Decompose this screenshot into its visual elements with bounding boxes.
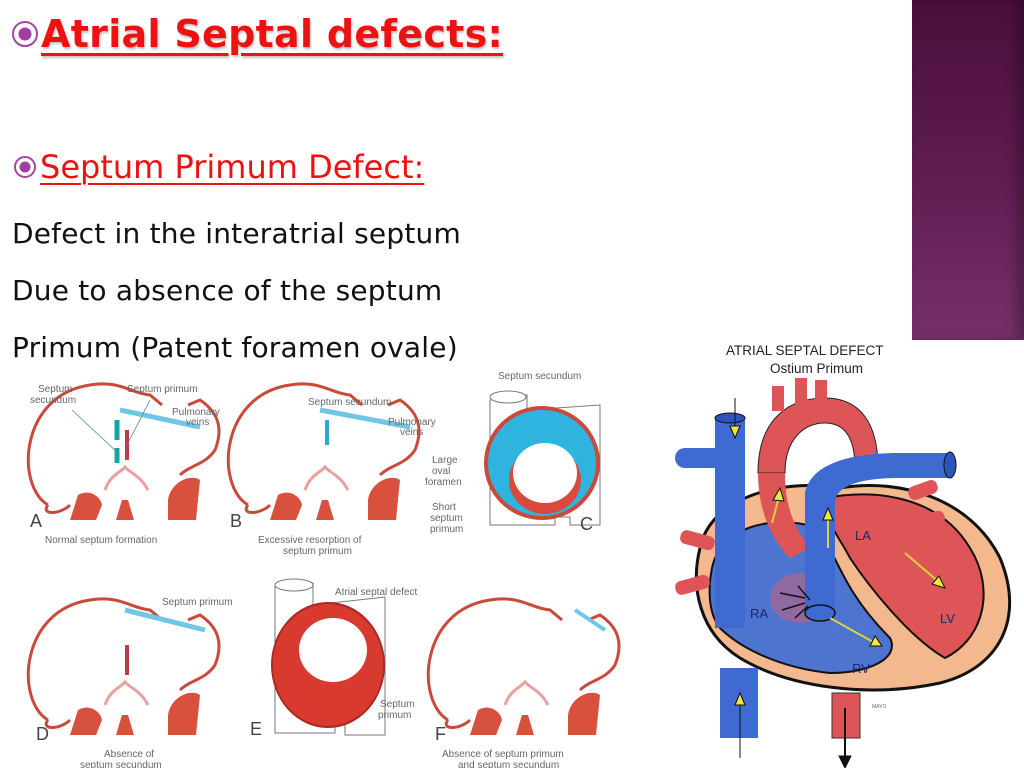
label-atrial-septal-defect: Atrial septal defect [335, 587, 417, 598]
panel-caption: Normal septum formation [45, 535, 157, 546]
label: secundum [30, 395, 76, 406]
heart-diagram-title: ATRIAL SEPTAL DEFECT [726, 343, 884, 358]
panel-letter: B [230, 511, 242, 531]
label-pulmonary: Pulmonary [388, 417, 436, 428]
label-short: Short [432, 502, 456, 513]
label-foramen: foramen [425, 477, 462, 488]
label-rv: RV [852, 661, 870, 676]
panel-caption: Excessive resorption of [258, 535, 362, 546]
label-septum: septum [430, 513, 463, 524]
panel-e: Atrial septal defect Septum primum E [250, 578, 417, 739]
label-large: Large [432, 455, 458, 466]
heart-diagram-subtitle: Ostium Primum [770, 361, 863, 376]
label-septum: Septum [380, 699, 414, 710]
body-line: Primum (Patent foramen ovale) [12, 331, 458, 364]
slide-title: Atrial Septal defects: [12, 12, 503, 56]
body-line: Defect in the interatrial septum [12, 217, 461, 250]
panel-a: Septum secundum Septum primum Pulmonary … [26, 382, 221, 546]
panel-c: Septum secundum Large oval foramen Short… [425, 371, 601, 535]
panel-f: F Absence of septum primum and septum se… [426, 597, 621, 768]
septum-development-diagram: Septum secundum Septum primum Pulmonary … [26, 371, 621, 768]
label-septum-primum: Septum primum [127, 384, 198, 395]
panel-caption: septum primum [283, 546, 352, 557]
subtitle-text: Septum Primum Defect: [40, 148, 425, 186]
bullet-icon [14, 156, 36, 178]
panel-caption: Absence of [104, 749, 154, 760]
label-veins: veins [186, 417, 209, 428]
credit-mark: MAYO [872, 704, 886, 710]
panel-letter: C [580, 514, 593, 534]
label-veins: veins [400, 427, 423, 438]
label-primum: primum [378, 710, 411, 721]
decorative-side-bar [912, 0, 1024, 340]
label-pulmonary: Pulmonary [172, 407, 220, 418]
panel-caption: Absence of septum primum [442, 749, 564, 760]
label-la: LA [855, 528, 871, 543]
panel-caption: and septum secundum [458, 760, 559, 768]
panel-letter: D [36, 724, 49, 744]
panel-caption: septum secundum [80, 760, 162, 768]
slide-subtitle: Septum Primum Defect: [14, 148, 424, 186]
label-septum-secundum: Septum [38, 384, 72, 395]
label-septum-secundum: Septum secundum [308, 397, 391, 408]
panel-letter: A [30, 511, 42, 531]
panel-d: Septum primum D Absence of septum secund… [26, 597, 233, 768]
label-ra: RA [750, 606, 768, 621]
label-septum-secundum: Septum secundum [498, 371, 581, 382]
title-text: Atrial Septal defects: [41, 12, 504, 56]
bullet-icon [12, 21, 38, 47]
panel-letter: F [435, 724, 446, 744]
body-line: Due to absence of the septum [12, 274, 443, 307]
label-septum-primum: Septum primum [162, 597, 233, 608]
heart-asd-diagram: ATRIAL SEPTAL DEFECT Ostium Primum [675, 343, 1012, 768]
panel-letter: E [250, 719, 262, 739]
body-text: Defect in the interatrial septum Due to … [12, 205, 461, 376]
label-oval: oval [432, 466, 450, 477]
panel-b: Septum secundum Pulmonary veins B Excess… [226, 382, 436, 557]
label-primum: primum [430, 524, 463, 535]
label-lv: LV [940, 611, 955, 626]
